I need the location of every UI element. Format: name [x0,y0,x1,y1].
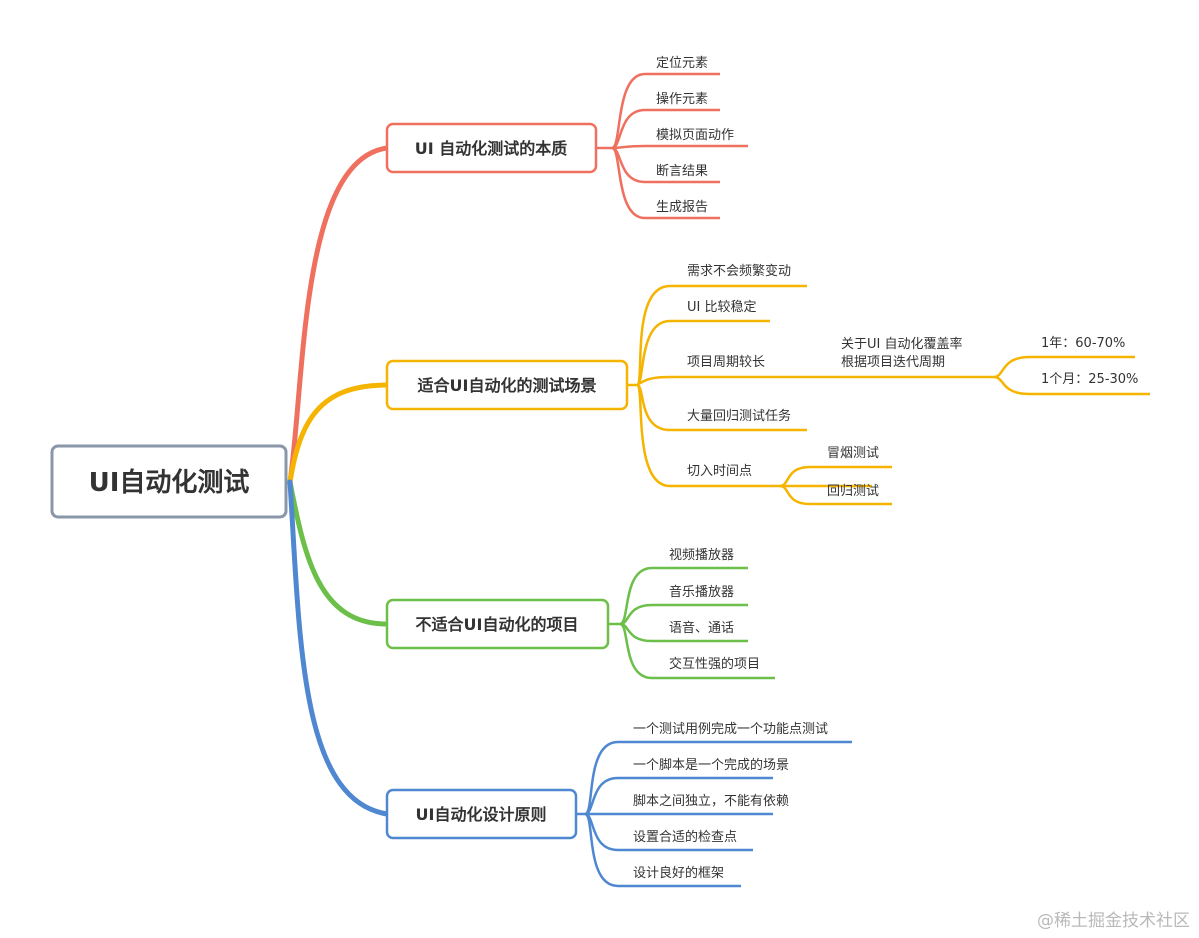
leaf[interactable]: 需求不会频繁变动 [687,263,791,279]
leaf[interactable]: 项目周期较长 [687,355,765,370]
leaf[interactable]: 语音、通话 [669,620,734,636]
branch-node-4[interactable] [385,788,578,840]
connector-branch-1 [287,145,390,485]
connector-branch-3 [287,479,390,627]
branch-node-1[interactable] [385,122,598,174]
leaf[interactable]: 一个脚本是一个完成的场景 [633,757,789,773]
branch-node-3[interactable] [385,598,610,650]
leaf[interactable]: UI 比较稳定 [687,299,756,315]
main-connectors [287,145,390,817]
leaf[interactable]: 音乐播放器 [669,584,734,600]
leaf[interactable]: 脚本之间独立，不能有依赖 [633,793,789,809]
leaf[interactable]: 冒烟测试 [827,446,879,461]
coverage-note: 关于UI 自动化覆盖率 [841,336,962,352]
branch-4-links [576,740,852,888]
leaf[interactable]: 交互性强的项目 [669,656,760,672]
connector-branch-2 [287,382,390,485]
branch-node-2[interactable] [385,359,629,411]
branch-label-4: UI自动化设计原则 [416,805,547,824]
connector-branch-4 [287,479,390,817]
leaf[interactable]: 生成报告 [656,200,708,215]
root-label: UI自动化测试 [89,467,250,498]
leaf[interactable]: 断言结果 [656,164,708,179]
branch-label-1: UI 自动化测试的本质 [415,139,568,158]
leaf[interactable]: 一个测试用例完成一个功能点测试 [633,722,828,737]
leaf[interactable]: 回归测试 [827,484,879,499]
branch-2-links [627,284,1150,506]
leaf[interactable]: 操作元素 [656,91,708,107]
leaf[interactable]: 设置合适的检查点 [633,829,737,845]
root-node[interactable] [50,444,288,519]
leaf[interactable]: 1年：60-70% [1041,336,1125,351]
branch-label-3: 不适合UI自动化的项目 [416,615,579,634]
leaf[interactable]: 大量回归测试任务 [687,408,791,424]
branch-3-links [608,566,775,680]
leaf[interactable]: 模拟页面动作 [656,128,734,143]
watermark: @稀土掘金技术社区 [1037,911,1190,931]
leaf[interactable]: 1个月：25-30% [1041,372,1138,387]
leaf[interactable]: 定位元素 [656,56,708,71]
leaf[interactable]: 切入时间点 [687,464,752,479]
branch-1-links [596,72,748,220]
branch-label-2: 适合UI自动化的测试场景 [418,376,597,395]
coverage-note: 根据项目迭代周期 [841,355,945,370]
leaf[interactable]: 设计良好的框架 [633,865,724,881]
leaf[interactable]: 视频播放器 [669,548,734,563]
